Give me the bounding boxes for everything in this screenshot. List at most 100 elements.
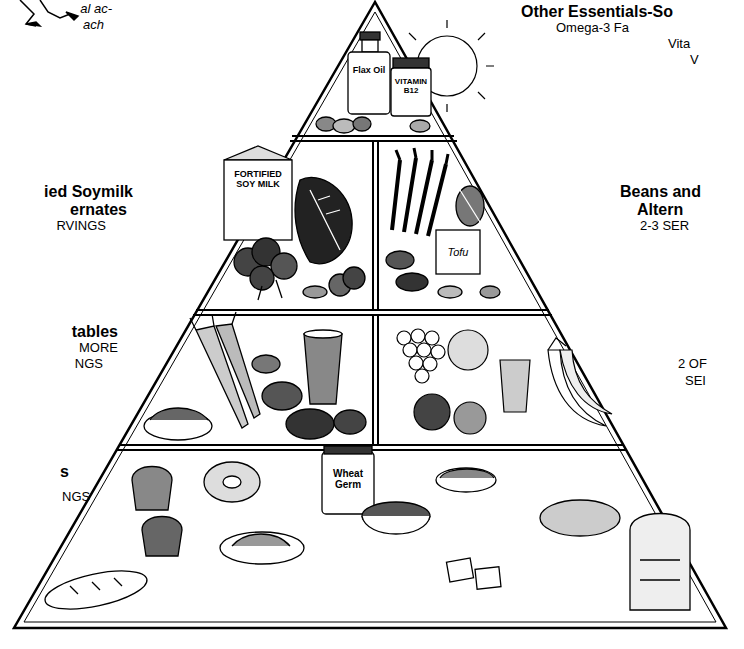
- grains-foods-part: [232, 534, 290, 546]
- serving-count: 2-3 SER: [640, 219, 689, 233]
- pyramid-outline-part: [377, 315, 379, 445]
- fruits-foods-part: [500, 360, 530, 412]
- group-heading: ied Soymilk: [44, 183, 133, 201]
- vegetables-foods-part: [304, 334, 342, 404]
- fruits-foods-part: [409, 356, 423, 370]
- soymilk-foods-part: [343, 267, 365, 289]
- grains-foods-part: [362, 516, 430, 534]
- beans-foods-part: [386, 251, 414, 269]
- pyramid-outline-part: [372, 141, 374, 310]
- soymilk-foods-part: [310, 190, 340, 250]
- beans-foods: [386, 148, 500, 298]
- group-heading: tables: [72, 323, 118, 341]
- note-fragment: ach: [83, 18, 104, 32]
- soymilk-foods-part: [258, 280, 282, 300]
- grains-foods-part: [436, 468, 496, 492]
- grains-foods: [42, 446, 690, 616]
- group-heading: Other Essentials-So: [521, 3, 673, 21]
- vegetables-foods-part: [150, 408, 208, 420]
- other-essentials-foods-part: [393, 58, 429, 68]
- bottle-label: VITAMIN B12: [392, 78, 430, 96]
- soymilk-foods: [224, 146, 365, 300]
- pyramid-outline-part: [377, 141, 379, 310]
- grains-foods-part: [324, 446, 372, 454]
- group-items: Omega-3 Fa: [556, 21, 629, 35]
- grains-foods-part: [322, 452, 374, 514]
- soymilk-foods-part: [271, 253, 297, 279]
- other-essentials-foods-part: [391, 68, 431, 116]
- serving-count: MORE: [79, 341, 118, 355]
- pyramid-outline-part: [292, 135, 454, 137]
- vegetables-foods-part: [252, 355, 280, 373]
- fruits-foods-part: [414, 394, 450, 430]
- other-essentials-foods-part: [333, 119, 355, 133]
- group-heading: Beans and: [620, 183, 701, 201]
- beans-foods-part: [392, 158, 446, 236]
- serving-count: RVINGS: [56, 219, 106, 233]
- grains-foods-part: [446, 558, 473, 582]
- soymilk-foods-part: [224, 160, 292, 240]
- vegetables-foods-part: [190, 312, 236, 330]
- other-essentials-foods-part: [353, 117, 371, 131]
- pyramid-outline-part: [24, 12, 716, 622]
- fruits-foods-part: [411, 329, 425, 343]
- fruits-foods-part: [425, 331, 439, 345]
- vegetables-foods-part: [262, 382, 302, 410]
- other-essentials-foods-part: [362, 40, 378, 52]
- vegetables-foods-part: [334, 410, 366, 434]
- grains-foods-part: [220, 532, 304, 564]
- fruits-foods: [397, 329, 612, 434]
- grains-foods-part: [475, 567, 501, 589]
- pyramid-outline-part: [372, 315, 374, 445]
- other-essentials-foods-part: [348, 52, 390, 114]
- walker-figure-part: [66, 12, 78, 20]
- vegetables-foods-part: [216, 324, 260, 418]
- fruits-foods-part: [454, 402, 486, 434]
- grains-foods-part: [223, 476, 241, 488]
- serving-count: SEI: [685, 374, 706, 388]
- group-heading: ernates: [70, 201, 127, 219]
- fruits-foods-part: [403, 343, 417, 357]
- group-items: Vita: [668, 37, 690, 51]
- grains-foods-part: [440, 469, 494, 478]
- serving-count: NGS: [62, 490, 90, 504]
- serving-count: NGS: [75, 357, 103, 371]
- vegetables-foods-part: [304, 330, 342, 338]
- grains-foods-part: [42, 564, 150, 617]
- fruits-foods-part: [423, 357, 437, 371]
- grains-foods-part: [630, 514, 690, 611]
- grains-foods-part: [70, 578, 122, 594]
- walker-figure-part: [40, 0, 70, 18]
- fruits-foods-part: [448, 330, 488, 370]
- other-essentials-foods-part: [410, 120, 430, 132]
- package-label: Tofu: [438, 246, 478, 258]
- vegetables-foods-part: [286, 409, 334, 439]
- group-heading: Altern: [637, 201, 683, 219]
- grains-foods-part: [132, 467, 172, 511]
- note-fragment: al ac-: [80, 2, 112, 16]
- beans-foods-part: [436, 230, 480, 274]
- other-essentials-foods-part: [360, 32, 380, 40]
- pyramid-outline: [14, 2, 726, 628]
- beans-foods-part: [480, 286, 500, 298]
- serving-count: 2 OF: [678, 357, 707, 371]
- group-heading: s: [60, 463, 69, 481]
- fruits-foods-part: [415, 369, 429, 383]
- bottle-label: Flax Oil: [350, 66, 388, 76]
- beans-foods-part: [460, 190, 480, 222]
- soymilk-foods-part: [224, 146, 292, 160]
- jar-label: Wheat Germ: [324, 468, 372, 490]
- grains-foods-part: [204, 462, 260, 502]
- grains-foods-part: [640, 560, 680, 580]
- beans-foods-part: [396, 273, 428, 291]
- beans-foods-part: [456, 186, 484, 226]
- pyramid-outline-part: [14, 2, 726, 628]
- grains-foods-part: [540, 500, 620, 536]
- vegetables-foods: [144, 312, 366, 440]
- soymilk-foods-part: [295, 177, 352, 263]
- soymilk-foods-part: [303, 286, 327, 298]
- fruits-foods-part: [417, 343, 431, 357]
- beans-foods-part: [396, 148, 448, 164]
